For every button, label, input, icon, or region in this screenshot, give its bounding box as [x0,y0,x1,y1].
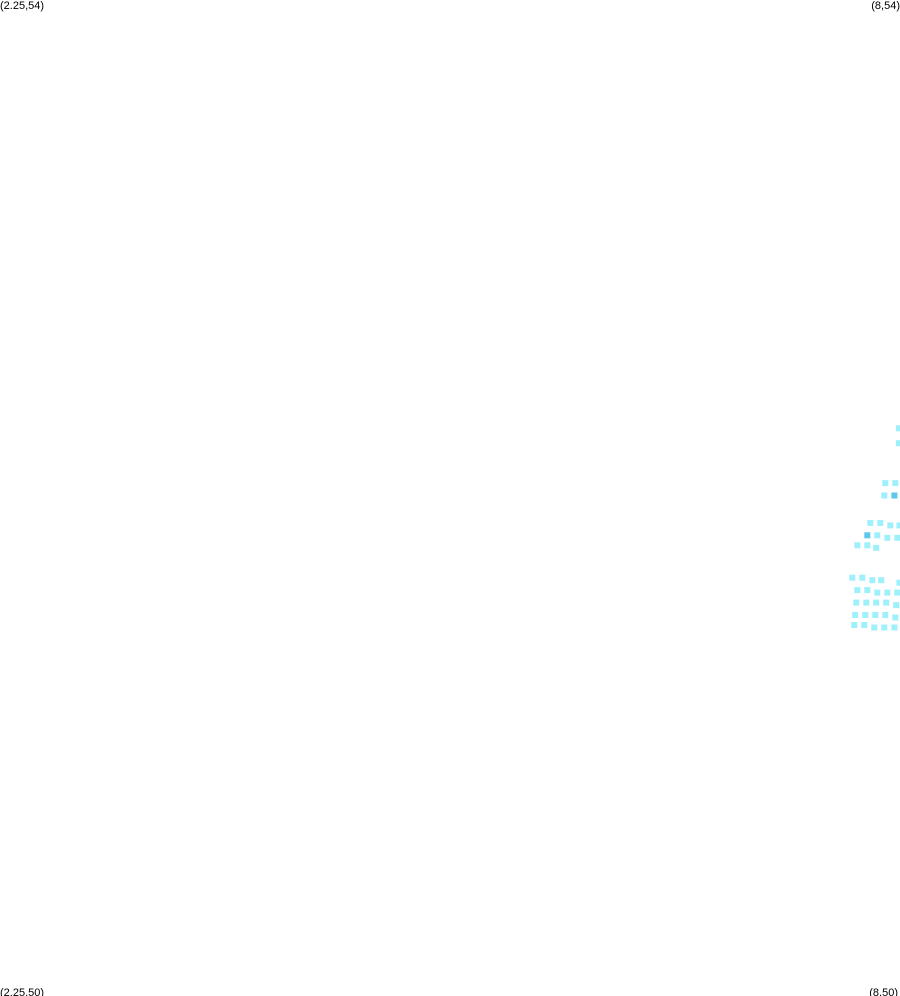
map-tile [883,599,890,606]
corner-label-bottom-right: (8,50) [869,987,898,996]
map-tile [851,622,858,628]
map-tile [896,522,900,529]
map-tile [882,480,889,487]
map-tile [877,519,884,526]
map-tile [884,589,891,596]
map-tile [869,577,876,584]
map-tile [884,534,891,541]
map-tile [873,544,880,551]
corner-label-top-right: (8,54) [871,0,900,12]
map-tile [893,602,900,609]
map-tile [892,480,899,487]
map-tile [849,574,856,581]
map-tile [859,574,866,581]
map-tile [891,492,898,499]
map-tile [854,542,861,549]
map-tile [881,624,888,631]
map-tile [852,612,859,618]
corner-label-top-left: (2.25,54) [0,0,45,12]
map-tile [894,589,900,596]
map-tile [872,612,879,618]
map-tile [871,624,878,631]
map-tile [873,599,880,606]
map-tile [861,622,868,628]
map-tile [867,519,874,526]
map-tile [874,532,881,539]
map-tile [894,534,900,541]
map-tile [887,522,894,529]
map-tile [853,599,860,606]
map-tile [854,587,861,594]
map-tile [892,614,899,621]
map-tile [896,579,900,586]
map-tile [864,587,871,594]
corner-label-bottom-left: (2.25,50) [0,987,45,996]
map-tile [864,532,871,539]
map-tile [878,577,885,584]
map-tile [895,425,900,432]
map-tile [895,440,900,447]
map-tile [874,589,881,596]
map-tile [862,612,869,618]
map-tile [864,542,871,549]
map-tile [863,599,870,606]
map-tile [882,612,889,618]
map-tile [881,492,888,499]
map-tile [891,624,898,631]
